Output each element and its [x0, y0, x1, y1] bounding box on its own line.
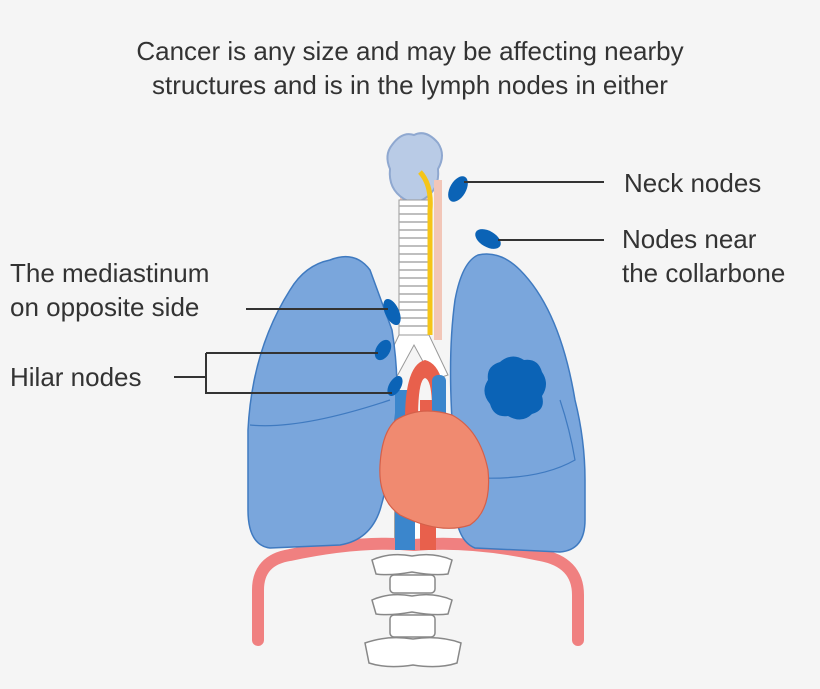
caption-line-2: structures and is in the lymph nodes in … [152, 70, 668, 100]
heart [379, 410, 490, 529]
neck-node [448, 176, 468, 202]
label-collarbone-line-1: Nodes near [622, 224, 757, 254]
larynx [386, 132, 443, 210]
mediastinum-node [383, 298, 401, 326]
oesophagus [434, 180, 442, 340]
vertebra [371, 553, 453, 576]
collarbone-node [475, 229, 501, 249]
vertebra [389, 574, 436, 594]
hilar-nodes-leader [174, 352, 392, 394]
vertebra [389, 614, 436, 638]
label-mediastinum-line-1: The mediastinum [10, 258, 210, 288]
label-neck-nodes: Neck nodes [624, 168, 762, 198]
label-collarbone-line-2: the collarbone [622, 258, 786, 288]
caption: Cancer is any size and may be affecting … [0, 34, 820, 102]
vertebra [364, 636, 462, 668]
label-hilar-nodes: Hilar nodes [10, 362, 142, 392]
tumour [484, 356, 546, 420]
leader-lines [174, 181, 604, 394]
vertebra [371, 593, 453, 616]
hilar-node-upper [374, 339, 392, 361]
caption-line-1: Cancer is any size and may be affecting … [136, 36, 684, 66]
lymph-nodes [374, 176, 501, 396]
spine [364, 504, 462, 668]
label-mediastinum-line-2: on opposite side [10, 292, 200, 322]
nerve [418, 170, 433, 335]
lung-left [247, 255, 398, 549]
hilar-node-lower [387, 376, 403, 396]
